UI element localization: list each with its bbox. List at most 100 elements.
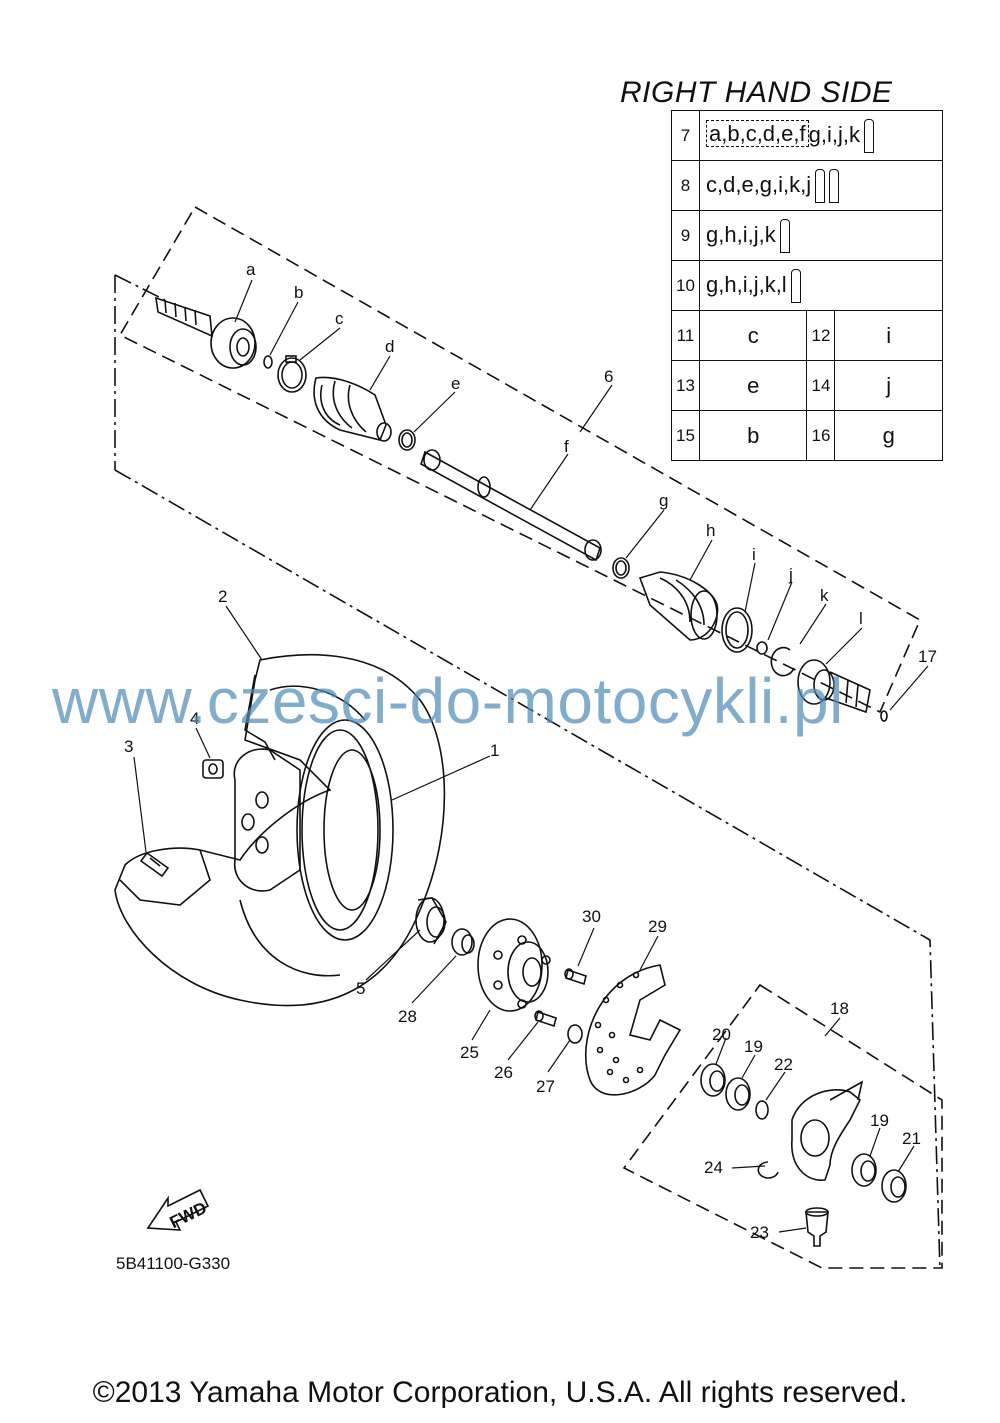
row-number: 12 [806, 310, 836, 361]
row-parts: c,d,e,g,i,k,j [699, 160, 943, 211]
label-24: 24 [704, 1158, 723, 1177]
tire [114, 654, 446, 1007]
boot-band-e [398, 429, 416, 451]
oil-seal-5 [415, 897, 447, 945]
chain-line-right [114, 469, 941, 1271]
valve-3 [139, 851, 170, 878]
label-5: 5 [356, 979, 365, 998]
table-row: 8 c,d,e,g,i,k,j [671, 160, 943, 211]
row-number: 15 [671, 410, 700, 461]
bearing-20 [700, 1063, 726, 1097]
row-number: 14 [806, 360, 836, 411]
label-26: 26 [494, 1063, 513, 1082]
brake-disc-29 [585, 964, 682, 1096]
row-part: b [698, 410, 808, 461]
copyright: ©2013 Yamaha Motor Corporation, U.S.A. A… [92, 1376, 908, 1409]
table-row: 10 g,h,i,j,k,l [671, 260, 943, 311]
label-19b: 19 [870, 1111, 889, 1130]
label-30: 30 [582, 907, 601, 926]
grease-tube-icon [829, 168, 840, 203]
boxed-parts: a,b,c,d,e,f [706, 120, 809, 148]
table-row: 15 b 16 g [671, 410, 943, 461]
label-2: 2 [218, 587, 227, 606]
grease-tube-icon [790, 268, 801, 303]
parts-list: g,h,i,j,k,l [706, 271, 787, 297]
bearing-19a [725, 1077, 751, 1111]
label-17: 17 [918, 647, 937, 666]
boot-d [313, 376, 392, 442]
grease-tube-icon [815, 168, 826, 203]
watermark: www.czesci-do-motocykli.pl [52, 665, 844, 737]
label-d: d [385, 337, 394, 356]
axle-shaft-f [420, 449, 602, 562]
bolt-26 [534, 1010, 557, 1028]
shaft-assembly-box [118, 205, 922, 714]
label-k: k [820, 586, 829, 605]
boot-band-i [721, 607, 753, 653]
label-h: h [706, 521, 715, 540]
row-parts: g,h,i,j,k [699, 210, 943, 261]
row-part: c [698, 310, 808, 361]
table-title: RIGHT HAND SIDE [620, 76, 893, 109]
label-l: l [859, 609, 863, 628]
row-number: 7 [671, 110, 700, 161]
table-row: 9 g,h,i,j,k [671, 210, 943, 261]
row-number: 13 [671, 360, 700, 411]
boot-h [638, 571, 719, 641]
row-parts: g,h,i,j,k,l [699, 260, 943, 311]
label-6: 6 [604, 367, 613, 386]
circlip-k [770, 646, 795, 677]
circlip-j [756, 641, 768, 655]
label-18: 18 [830, 999, 849, 1018]
label-a: a [246, 260, 256, 279]
row-part: j [834, 360, 943, 411]
table-row: 11 c 12 i [671, 310, 943, 361]
label-23: 23 [750, 1223, 769, 1242]
circlip-b [263, 355, 273, 369]
label-g: g [659, 491, 668, 510]
leader-lines [133, 279, 929, 1233]
label-c: c [335, 309, 344, 328]
circlip-24 [757, 1161, 779, 1179]
seal-21 [881, 1169, 907, 1203]
washer-27 [567, 1024, 583, 1044]
label-j: j [788, 565, 793, 584]
label-b: b [294, 283, 303, 302]
label-28: 28 [398, 1007, 417, 1026]
label-21: 21 [902, 1129, 921, 1148]
parts-list: g,i,j,k [808, 121, 860, 147]
bolt-30 [564, 968, 587, 986]
label-1: 1 [490, 741, 499, 760]
label-19a: 19 [744, 1037, 763, 1056]
row-number: 11 [671, 310, 700, 361]
row-number: 9 [671, 210, 700, 261]
row-part: g [834, 410, 943, 461]
label-22: 22 [774, 1055, 793, 1074]
outer-cv-joint [155, 296, 257, 369]
steering-knuckle [791, 1080, 864, 1181]
circlip-17 [880, 710, 888, 722]
row-number: 16 [806, 410, 836, 461]
label-20: 20 [712, 1025, 731, 1044]
diagram-code: 5B41100-G330 [116, 1254, 231, 1273]
circlip-22 [755, 1100, 769, 1120]
label-25: 25 [460, 1043, 479, 1062]
row-number: 8 [671, 160, 700, 211]
wheel-hub-25 [477, 918, 551, 1012]
label-i: i [752, 545, 756, 564]
row-part: e [698, 360, 808, 411]
parts-list: g,h,i,j,k [706, 221, 776, 247]
label-27: 27 [536, 1077, 555, 1096]
knuckle-assembly-box [622, 983, 943, 1269]
label-3: 3 [124, 737, 133, 756]
grease-tube-icon [779, 218, 790, 253]
label-e: e [451, 374, 460, 393]
fwd-arrow [146, 1188, 210, 1231]
row-number: 10 [671, 260, 700, 311]
row-part: i [834, 310, 943, 361]
wheel-rim [233, 719, 394, 941]
